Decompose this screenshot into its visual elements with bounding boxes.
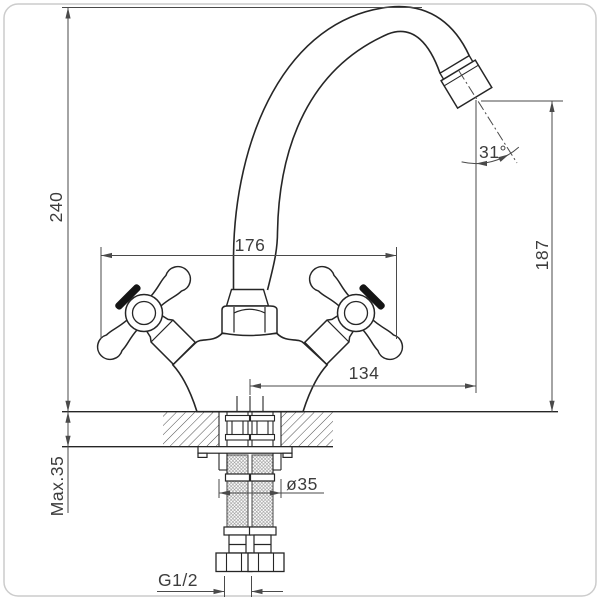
dim-handle-span-label: 176 <box>235 235 266 255</box>
frame-border <box>3 3 597 597</box>
hex-nut-right <box>247 552 285 573</box>
body-inlet-tails <box>236 396 264 412</box>
countertop-hatch-right <box>281 412 333 446</box>
dimension-arrows <box>65 7 555 595</box>
angle-arc-31 <box>461 146 520 164</box>
dim-overall-height-label: 240 <box>46 192 66 223</box>
inlet-pipe-right <box>249 412 276 447</box>
mounting-shank <box>218 412 282 447</box>
spout-coupling-nut <box>221 305 278 337</box>
spout-base-cone <box>225 288 270 307</box>
dim-hole-diameter-label: ø35 <box>286 474 318 494</box>
supply-hoses <box>215 453 285 573</box>
flex-hose-left <box>226 454 249 528</box>
dim-outlet-angle-label: 31° <box>479 142 507 162</box>
spout-tube <box>232 5 470 291</box>
hex-nut-left <box>215 552 253 573</box>
countertop <box>62 411 558 448</box>
hose-collars <box>223 473 277 554</box>
flex-hose-right <box>251 454 274 528</box>
dim-spout-height-label: 187 <box>532 240 552 271</box>
dim-spout-reach-label: 134 <box>349 363 380 383</box>
aerator <box>439 54 493 110</box>
dim-thread-label: G1/2 <box>158 570 198 590</box>
dimension-labels: 240 Max.35 176 134 187 31° ø35 G1/2 <box>46 142 552 590</box>
inlet-pipe-left <box>224 412 251 447</box>
connector-nuts <box>215 552 285 573</box>
fixing-flange <box>197 446 293 459</box>
outlet-centerline <box>458 70 518 164</box>
countertop-hatch-left <box>163 412 219 446</box>
dim-max-deck-thickness-label: Max.35 <box>47 456 67 516</box>
